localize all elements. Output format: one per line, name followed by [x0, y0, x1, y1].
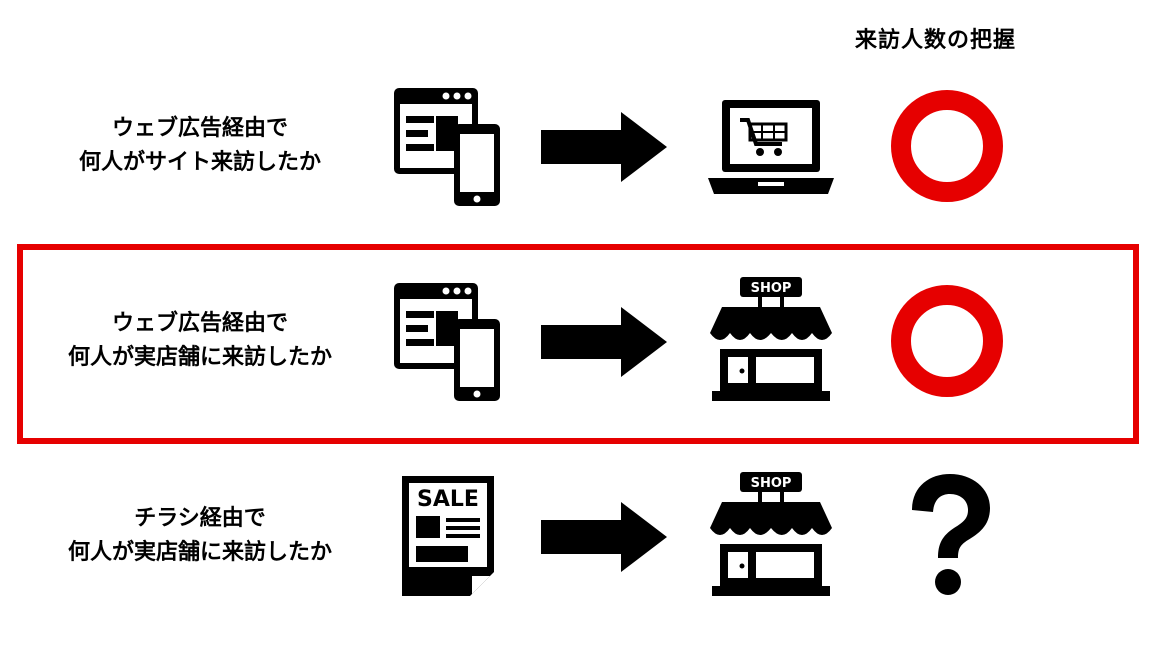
- right-arrow-icon: [541, 112, 667, 182]
- row-web-to-site: ウェブ広告経由で 何人がサイト来訪したか: [0, 82, 1172, 212]
- row-label-line2: 何人が実店舗に来訪したか: [67, 540, 332, 565]
- row-label-line1: ウェブ広告経由で: [111, 311, 288, 336]
- header-title: 来訪人数の把握: [855, 28, 1017, 53]
- right-arrow-icon: [541, 502, 667, 572]
- shop-sign-text: SHOP: [751, 281, 792, 296]
- row-flyer-to-store: チラシ経由で 何人が実店舗に来訪したか SALE SHOP: [0, 472, 1172, 602]
- row-label-line1: チラシ経由で: [134, 506, 266, 531]
- shop-icon: SHOP: [710, 277, 832, 401]
- circle-mark-icon: [891, 90, 1003, 202]
- web-and-smartphone-icon: [394, 283, 500, 401]
- sale-text: SALE: [417, 487, 479, 512]
- shop-sign-text: SHOP: [751, 476, 792, 491]
- laptop-cart-icon: [708, 100, 834, 194]
- row-label: チラシ経由で 何人が実店舗に来訪したか: [20, 502, 380, 570]
- row-web-to-store: ウェブ広告経由で 何人が実店舗に来訪したか SHOP: [0, 277, 1172, 407]
- circle-mark-icon: [891, 285, 1003, 397]
- sale-flyer-icon: SALE: [402, 476, 494, 596]
- row-label: ウェブ広告経由で 何人が実店舗に来訪したか: [20, 307, 380, 375]
- shop-icon: SHOP: [710, 472, 832, 596]
- question-mark-icon: [912, 474, 990, 595]
- row-label-line1: ウェブ広告経由で: [111, 116, 288, 141]
- row-label-line2: 何人がサイト来訪したか: [78, 150, 321, 175]
- row-label: ウェブ広告経由で 何人がサイト来訪したか: [20, 112, 380, 180]
- right-arrow-icon: [541, 307, 667, 377]
- highlight-box: [17, 244, 1139, 444]
- web-and-smartphone-icon: [394, 88, 500, 206]
- row-label-line2: 何人が実店舗に来訪したか: [67, 345, 332, 370]
